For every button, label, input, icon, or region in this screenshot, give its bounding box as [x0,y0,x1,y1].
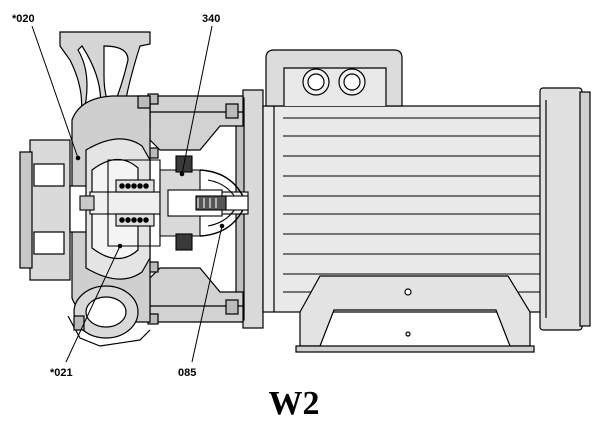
callout-020: *020 [12,13,35,25]
leader-021 [65,245,121,363]
suction-flange [29,139,71,281]
leader-085 [191,225,223,363]
leader-020 [31,25,79,159]
callout-021: *021 [50,367,73,379]
callout-085: 085 [178,367,196,379]
figure-title: W2 [269,385,320,421]
leader-340 [181,25,213,175]
motor [235,49,591,353]
mechanical-seal [115,179,155,227]
leader-lines [31,25,225,363]
casing-bolt [137,95,151,109]
bolt [225,103,239,119]
bolt [225,299,239,315]
lantern-bracket [147,93,244,325]
casing-bolt [73,315,85,331]
coupling [159,155,227,251]
callout-340: 340 [202,13,220,25]
